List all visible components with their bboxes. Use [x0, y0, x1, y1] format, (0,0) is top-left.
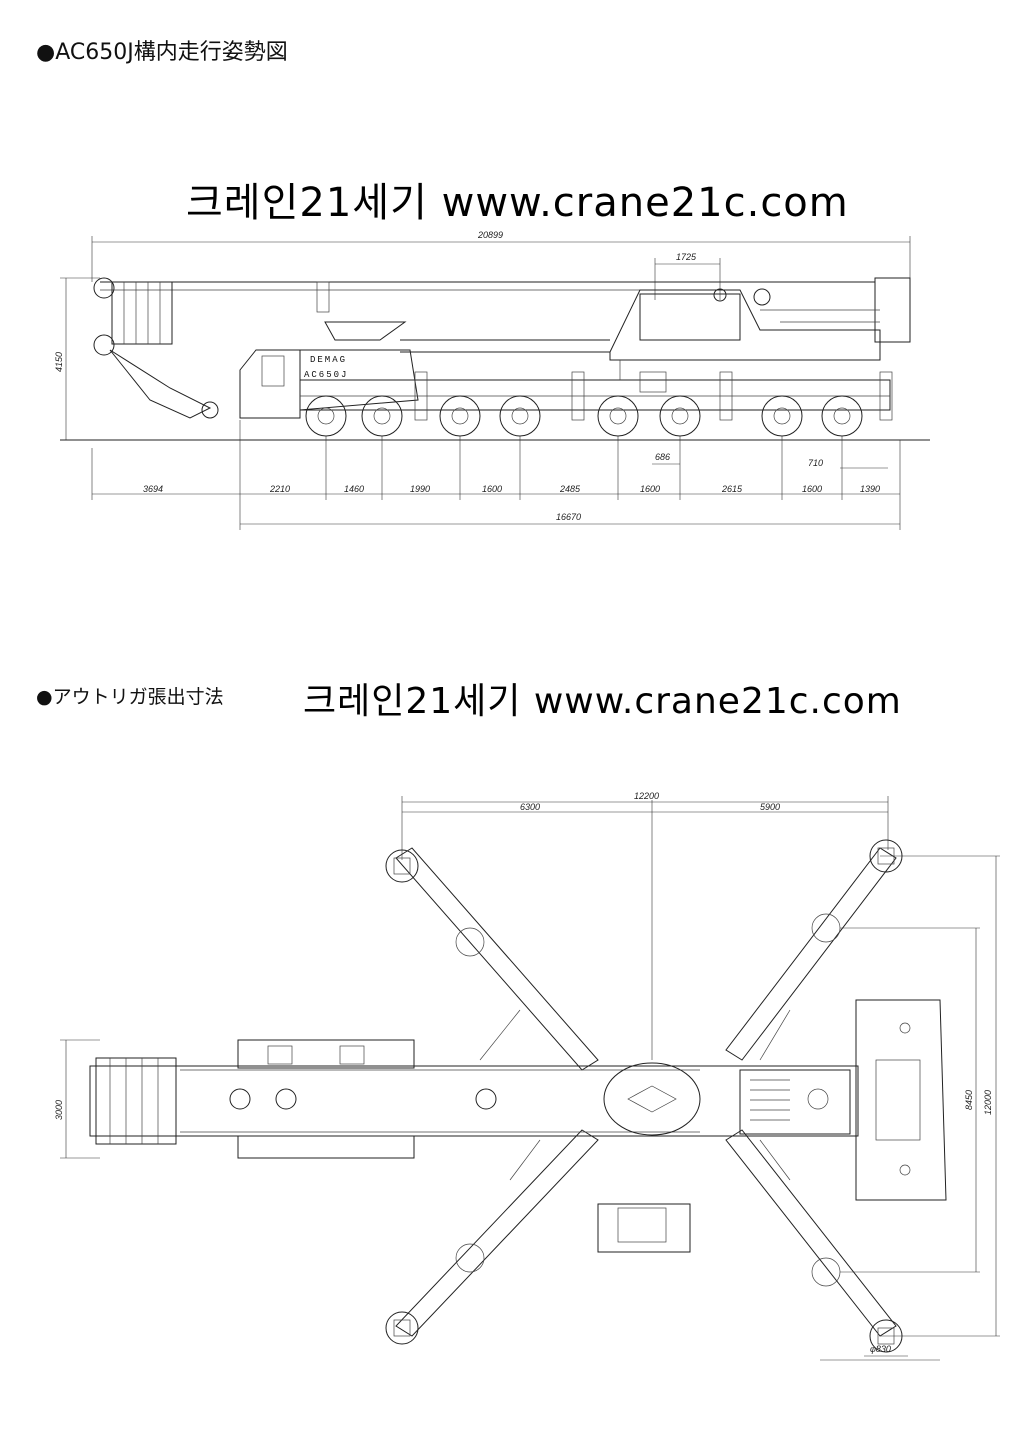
dim-offset-a: 686: [655, 452, 670, 462]
dim-offset-b: 710: [808, 458, 823, 468]
watermark-bottom: 크레인21세기 www.crane21c.com: [303, 681, 902, 722]
dim-total-span: 12200: [634, 791, 659, 801]
dim-height: 4150: [54, 352, 64, 372]
dim-carrier-length: 16670: [556, 512, 581, 522]
dim-outer-width: 12000: [983, 1090, 993, 1115]
outrigger-drawing: 12200 6300 5900 12000 8450 3000: [54, 791, 1000, 1361]
outrigger-beams: [385, 839, 903, 1353]
dim-spacing-7: 2615: [721, 484, 743, 494]
dim-pad-diameter: φ830: [870, 1344, 891, 1354]
side-view-drawing: 20899 1725 4150 DEMAG A: [54, 230, 930, 530]
side-view-heading: ●AC650J構内走行姿勢図: [36, 40, 288, 65]
crane-brand-label: DEMAG: [310, 355, 347, 365]
dim-overall-length: 20899: [477, 230, 503, 240]
dim-right-span: 5900: [760, 802, 780, 812]
dim-spacing-2: 1460: [344, 484, 364, 494]
dim-spacing-9: 1390: [860, 484, 880, 494]
dim-front-overhang: 3694: [143, 484, 163, 494]
dim-spacing-5: 2485: [559, 484, 581, 494]
dim-top-offset: 1725: [676, 252, 697, 262]
outrigger-heading: ●アウトリガ張出寸法: [36, 686, 224, 708]
watermark-top: 크레인21세기 www.crane21c.com: [186, 180, 849, 226]
crane-model-label: AC650J: [304, 370, 348, 380]
dim-spacing-1: 2210: [269, 484, 290, 494]
dim-spacing-4: 1600: [482, 484, 502, 494]
dim-spacing-6: 1600: [640, 484, 660, 494]
dim-left-span: 6300: [520, 802, 540, 812]
dim-inner-width: 8450: [964, 1090, 974, 1110]
dim-spacing-8: 1600: [802, 484, 822, 494]
dim-width: 3000: [54, 1100, 64, 1120]
dim-spacing-3: 1990: [410, 484, 430, 494]
